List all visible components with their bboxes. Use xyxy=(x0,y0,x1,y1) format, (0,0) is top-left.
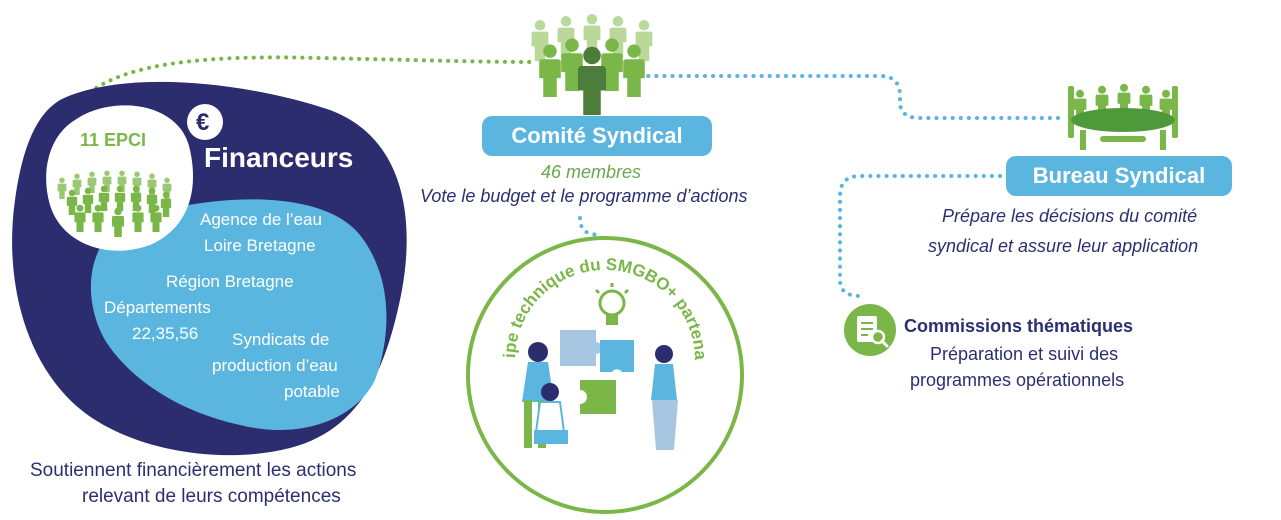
document-search-icon xyxy=(844,304,896,356)
epci-label: 11 EPCI xyxy=(80,130,147,150)
bureau-syndical-label: Bureau Syndical xyxy=(1006,156,1232,196)
meeting-table-icon xyxy=(1068,83,1178,150)
bureau-description-line2: syndical et assure leur application xyxy=(928,236,1199,256)
commissions-description-line2: programmes opérationnels xyxy=(910,370,1125,390)
puzzle-pieces-icon xyxy=(560,330,634,414)
syndicats-line3: potable xyxy=(284,382,340,401)
agence-line2: Loire Bretagne xyxy=(204,236,316,255)
region-label: Région Bretagne xyxy=(166,272,294,291)
syndicats-line2: production d’eau xyxy=(212,356,338,375)
comite-crowd-icon xyxy=(531,14,653,115)
commissions-title: Commissions thématiques xyxy=(904,316,1134,336)
comite-syndical-label: Comité Syndical xyxy=(482,116,712,156)
financeurs-inner-blob xyxy=(90,199,387,430)
team-people-illustration xyxy=(522,342,678,450)
comite-members: 46 membres xyxy=(541,162,642,182)
lightbulb-puzzle-icon xyxy=(594,283,630,325)
connector-comite-bureau xyxy=(630,74,1062,120)
syndicats-line1: Syndicats de xyxy=(232,330,330,349)
bureau-description-line1: Prépare les décisions du comité xyxy=(942,206,1198,226)
departements-line2: 22,35,56 xyxy=(132,324,199,343)
departements-line1: Départements xyxy=(104,298,211,317)
financeurs-caption-line1: Soutiennent financièrement les actions xyxy=(30,460,357,481)
euro-icon xyxy=(187,104,223,140)
euro-symbol: € xyxy=(196,109,210,136)
financeurs-caption-line2: relevant de leurs compétences xyxy=(82,486,341,507)
connector-bureau-commissions xyxy=(838,174,1002,298)
financeurs-title: Financeurs xyxy=(204,142,354,173)
agence-line1: Agence de l’eau xyxy=(200,210,322,229)
commissions-description-line1: Préparation et suivi des xyxy=(930,344,1119,364)
comite-description: Vote le budget et le programme d’actions xyxy=(420,186,748,206)
